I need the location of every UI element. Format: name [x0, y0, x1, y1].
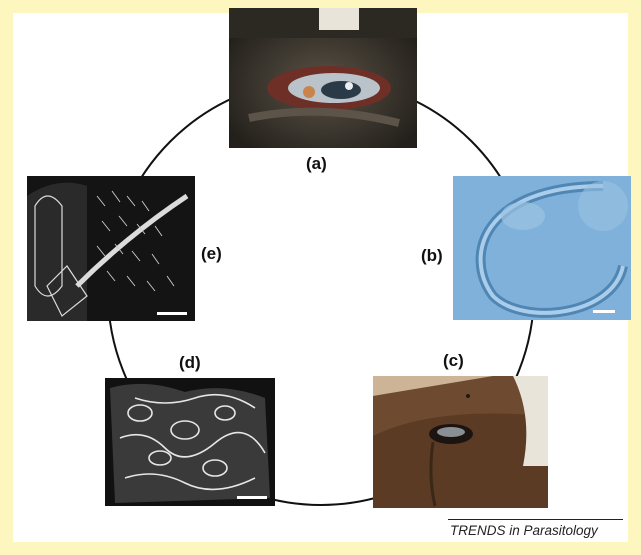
label-d: (d): [179, 353, 201, 373]
scale-bar-b: [593, 310, 615, 313]
label-a: (a): [306, 154, 327, 174]
journal-credit: TRENDS in Parasitology: [450, 523, 598, 538]
photo-a-eye-closeup: [229, 8, 417, 148]
scale-bar-d: [237, 496, 267, 499]
footer-rule: [448, 519, 623, 520]
photo-e-insect-leg-sem: [27, 176, 195, 321]
photo-c-cow-eye: [373, 376, 548, 508]
label-b: (b): [421, 246, 443, 266]
photo-d-sem-micrograph: [105, 378, 275, 506]
photo-b-larva-micrograph: [453, 176, 631, 320]
label-c: (c): [443, 351, 464, 371]
label-e: (e): [201, 244, 222, 264]
scale-bar-e: [157, 312, 187, 315]
